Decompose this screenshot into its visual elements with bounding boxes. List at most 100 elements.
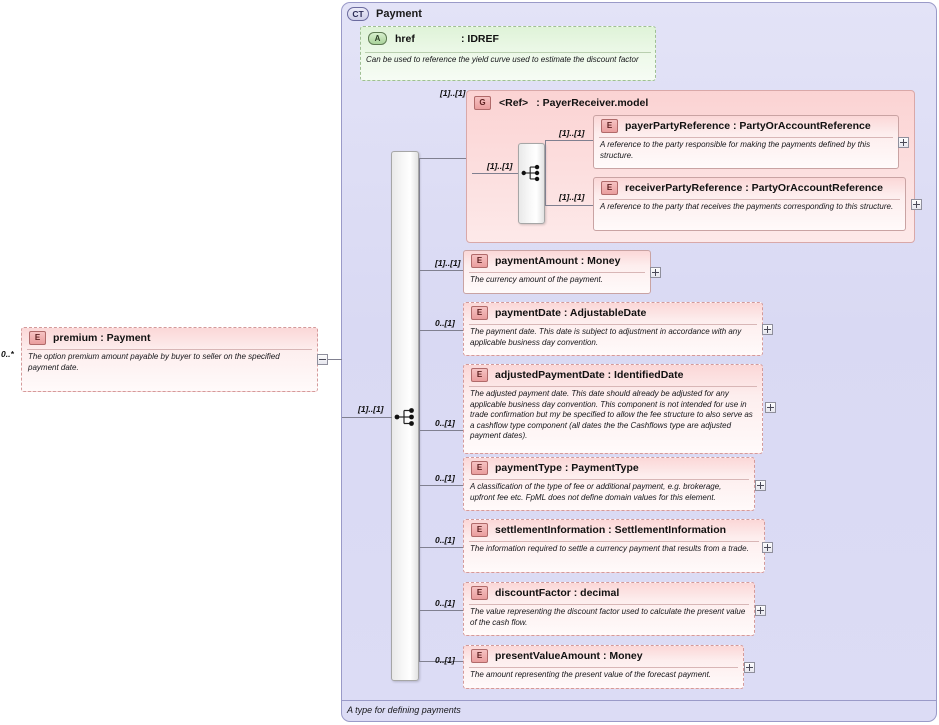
element-discountfactor-title: discountFactor : decimal [495,586,620,599]
element-premium-box[interactable]: E premium : Payment The option premium a… [21,327,318,392]
element-payerpartyreference-cardinality: [1]..[1] [559,128,585,138]
element-payerpartyreference-expand-button[interactable] [898,137,909,148]
element-discountfactor-doc: The value representing the discount fact… [470,607,746,627]
element-adjustedpaymentdate-header: E adjustedPaymentDate : IdentifiedDate [464,365,762,384]
element-badge-icon: E [471,648,488,663]
element-paymenttype-box[interactable]: E paymentType : PaymentType A classifica… [463,457,755,511]
group-sequence-cardinality: [1]..[1] [487,161,513,171]
group-ref-type: : PayerReceiver.model [536,96,649,109]
element-badge-icon: E [601,118,618,133]
element-receiverpartyreference-box[interactable]: E receiverPartyReference : PartyOrAccoun… [593,177,906,231]
element-paymenttype-title: paymentType : PaymentType [495,461,639,474]
element-payerpartyreference-divider [599,137,893,138]
element-premium-divider [27,349,312,350]
sequence-compositor-bar[interactable] [391,151,419,681]
connector-ct-to-sequence [342,417,392,418]
complextype-footer-divider [342,700,936,701]
element-adjustedpaymentdate-cardinality: 0..[1] [435,418,455,428]
element-paymenttype-header: E paymentType : PaymentType [464,458,754,477]
element-presentvalueamount-expand-button[interactable] [744,662,755,673]
element-premium-header: E premium : Payment [22,328,317,347]
connector-sequence-to-group [419,158,466,159]
element-badge-icon: E [471,585,488,600]
element-receiverpartyreference-cardinality: [1]..[1] [559,192,585,202]
element-payerpartyreference-title: payerPartyReference : PartyOrAccountRefe… [625,119,871,132]
element-presentvalueamount-divider [469,667,738,668]
group-sequence-icon [521,164,540,182]
attribute-href-type: : IDREF [461,32,499,45]
element-settlementinformation-cardinality: 0..[1] [435,535,455,545]
complextype-title: Payment [376,8,422,20]
attribute-badge-icon: A [368,32,387,45]
element-settlementinformation-box[interactable]: E settlementInformation : SettlementInfo… [463,519,765,573]
group-ref-cardinality: [1]..[1] [440,88,466,98]
element-paymentdate-box[interactable]: E paymentDate : AdjustableDate The payme… [463,302,763,356]
element-paymentdate-doc: The payment date. This date is subject t… [470,327,742,347]
element-receiverpartyreference-expand-button[interactable] [911,199,922,210]
sequence-icon [394,408,414,426]
element-presentvalueamount-title: presentValueAmount : Money [495,649,643,662]
connector-sequence-to-presentvalueamount [419,661,463,662]
element-premium-title: premium : Payment [53,331,151,344]
element-paymentamount-header: E paymentAmount : Money [464,251,650,270]
element-settlementinformation-doc: The information required to settle a cur… [470,544,749,553]
element-discountfactor-divider [469,604,749,605]
element-settlementinformation-title: settlementInformation : SettlementInform… [495,523,727,536]
attribute-href-divider [365,52,651,53]
group-sequence-compositor-bar[interactable] [518,143,545,224]
element-presentvalueamount-cardinality: 0..[1] [435,655,455,665]
element-presentvalueamount-header: E presentValueAmount : Money [464,646,743,665]
connector-group-to-group-sequence [472,173,518,174]
element-premium-doc: The option premium amount payable by buy… [28,352,280,372]
attribute-href-header: A href : IDREF [368,30,499,47]
element-settlementinformation-expand-button[interactable] [762,542,773,553]
element-badge-icon: E [471,367,488,382]
element-badge-icon: E [471,460,488,475]
element-discountfactor-expand-button[interactable] [755,605,766,616]
group-trunk-line [545,140,546,205]
element-paymenttype-cardinality: 0..[1] [435,473,455,483]
element-paymenttype-divider [469,479,749,480]
element-paymentdate-expand-button[interactable] [762,324,773,335]
connector-sequence-to-paymentamount [419,270,463,271]
element-settlementinformation-divider [469,541,759,542]
element-receiverpartyreference-title: receiverPartyReference : PartyOrAccountR… [625,181,883,194]
element-badge-icon: E [471,305,488,320]
element-paymentamount-title: paymentAmount : Money [495,254,621,267]
element-adjustedpaymentdate-box[interactable]: E adjustedPaymentDate : IdentifiedDate T… [463,364,763,454]
element-badge-icon: E [471,522,488,537]
element-premium-collapse-button[interactable] [317,354,328,365]
element-settlementinformation-header: E settlementInformation : SettlementInfo… [464,520,764,539]
element-discountfactor-header: E discountFactor : decimal [464,583,754,602]
complextype-footer-doc: A type for defining payments [347,705,461,715]
element-badge-icon: E [471,253,488,268]
attribute-href-box[interactable] [360,26,656,81]
group-ref-header: G <Ref> : PayerReceiver.model [474,94,648,111]
group-badge-icon: G [474,95,491,110]
element-paymenttype-expand-button[interactable] [755,480,766,491]
connector-sequence-to-paymentdate [419,330,463,331]
element-discountfactor-cardinality: 0..[1] [435,598,455,608]
element-paymentamount-box[interactable]: E paymentAmount : Money The currency amo… [463,250,651,294]
element-paymentdate-cardinality: 0..[1] [435,318,455,328]
element-receiverpartyreference-divider [599,199,900,200]
sequence-trunk-line [419,158,420,661]
attribute-href-doc: Can be used to reference the yield curve… [366,55,639,64]
element-paymentamount-expand-button[interactable] [650,267,661,278]
element-paymentdate-divider [469,324,757,325]
element-badge-icon: E [601,180,618,195]
element-adjustedpaymentdate-expand-button[interactable] [765,402,776,413]
element-premium-cardinality: 0..* [1,349,14,359]
attribute-href-name: href [395,32,415,45]
element-discountfactor-box[interactable]: E discountFactor : decimal The value rep… [463,582,755,636]
element-payerpartyreference-header: E payerPartyReference : PartyOrAccountRe… [594,116,898,135]
element-presentvalueamount-box[interactable]: E presentValueAmount : Money The amount … [463,645,744,689]
element-paymentamount-doc: The currency amount of the payment. [470,275,603,284]
sequence-cardinality: [1]..[1] [358,404,384,414]
connector-sequence-to-settlementinformation [419,547,463,548]
element-payerpartyreference-box[interactable]: E payerPartyReference : PartyOrAccountRe… [593,115,899,169]
connector-sequence-to-discountfactor [419,610,463,611]
element-adjustedpaymentdate-title: adjustedPaymentDate : IdentifiedDate [495,368,684,381]
element-paymenttype-doc: A classification of the type of fee or a… [470,482,722,502]
